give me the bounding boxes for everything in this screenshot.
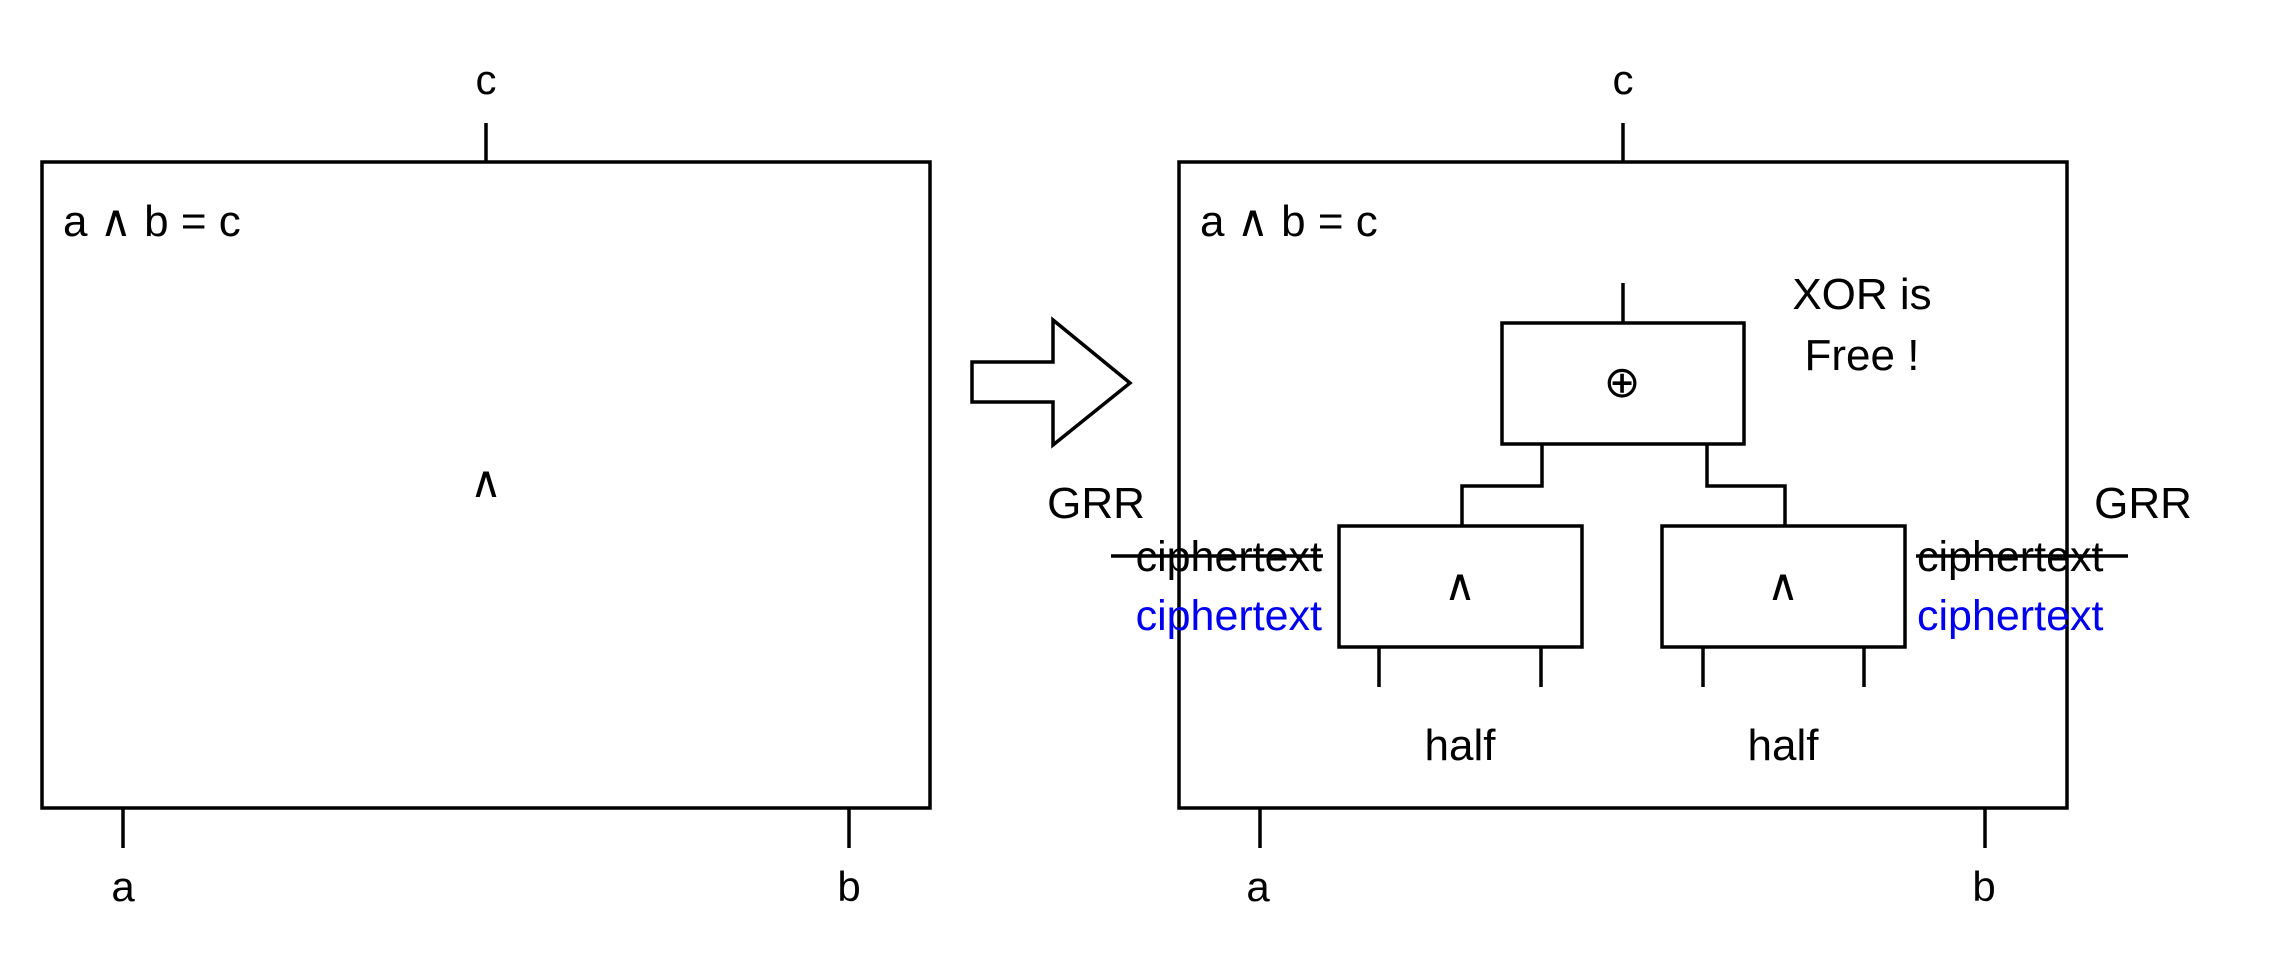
xor-right-input-wire xyxy=(1705,444,1787,526)
xor-free-note-line1: XOR is xyxy=(1792,270,1931,319)
right-output-label: c xyxy=(1613,56,1634,103)
right-input-b-label: b xyxy=(1972,863,1995,910)
transform-arrow xyxy=(970,316,1133,449)
left-equation: a ∧ b = c xyxy=(63,197,241,246)
xor-symbol: ⊕ xyxy=(1604,358,1641,407)
left-ciphertext: ciphertext xyxy=(1136,592,1322,640)
right-ciphertext: ciphertext xyxy=(1917,592,2103,640)
left-input-b-label: b xyxy=(837,863,860,910)
left-and-gate-box xyxy=(40,160,932,810)
xor-gate-box xyxy=(1500,321,1746,446)
right-circuit: c a ∧ b = c ⊕ XOR is Free ! ∧ half ∧ hal… xyxy=(1047,56,2192,910)
right-equation: a ∧ b = c xyxy=(1200,197,1378,246)
right-half-label: half xyxy=(1748,721,1820,770)
right-half-and-symbol: ∧ xyxy=(1767,561,1799,610)
left-half-and-symbol: ∧ xyxy=(1444,561,1476,610)
left-and-symbol: ∧ xyxy=(470,458,502,507)
right-input-a-label: a xyxy=(1246,863,1270,910)
right-half-and-gate-box xyxy=(1660,524,1907,649)
left-input-a-label: a xyxy=(111,863,135,910)
right-grr-label: GRR xyxy=(2094,479,2192,528)
left-circuit: c a ∧ b = c ∧ a b xyxy=(40,56,932,910)
left-half-and-gate-box xyxy=(1337,524,1584,649)
xor-left-input-wire xyxy=(1460,444,1544,526)
left-half-label: half xyxy=(1425,721,1497,770)
left-grr-label: GRR xyxy=(1047,479,1145,528)
left-output-label: c xyxy=(476,56,497,103)
right-and-gate-box xyxy=(1177,160,2069,810)
xor-free-note-line2: Free ! xyxy=(1805,331,1920,380)
